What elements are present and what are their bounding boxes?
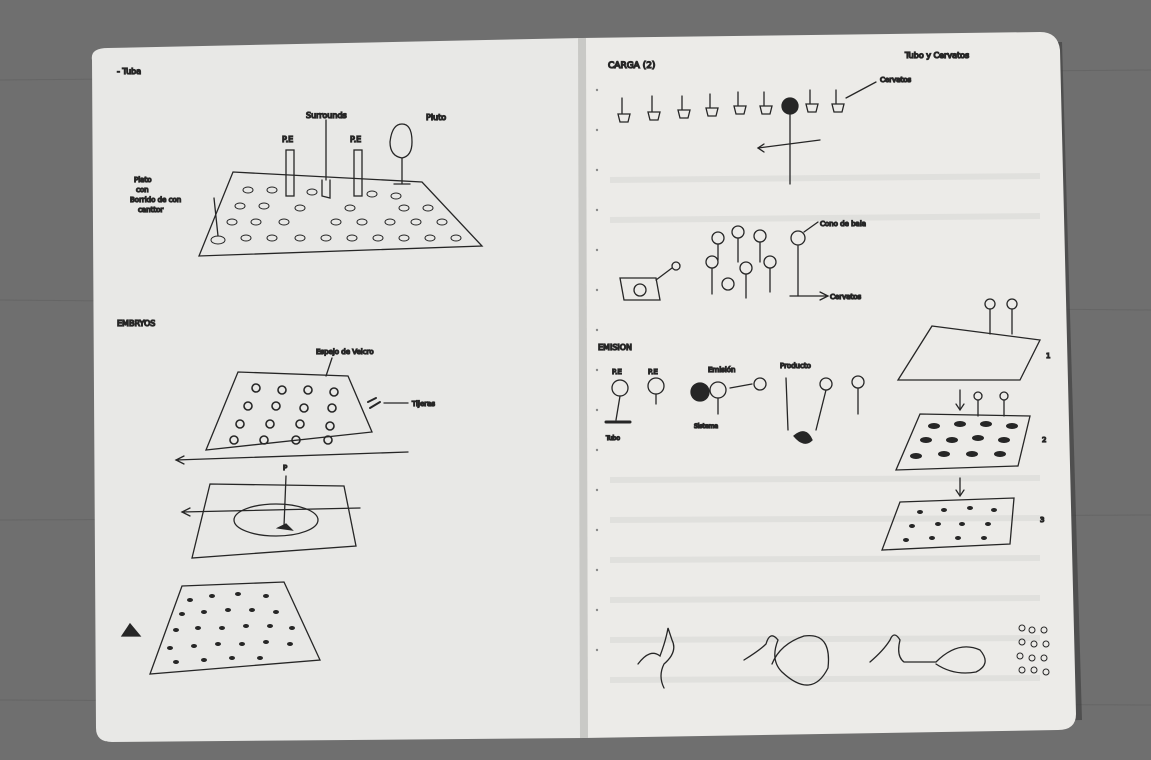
row-label: Cervatos (880, 76, 912, 84)
side-number-2: 2 (1042, 436, 1046, 444)
label-pe-1: P.E (282, 135, 293, 144)
cervatos-label: Cervatos (830, 293, 862, 301)
side-label-4: canttor (138, 206, 163, 214)
right-header-left: CARGA (2) (608, 61, 655, 71)
label-surrounds: Surrounds (306, 111, 347, 120)
tray-label: Espejo de Velcro (316, 348, 374, 356)
emission-label-2: P.E (648, 368, 658, 376)
side-label-2: con (136, 186, 149, 194)
under-label-1: Tubo (605, 435, 620, 442)
emission-label-4: Producto (780, 362, 811, 370)
left-header: - Tuba (117, 67, 141, 76)
side-label-1: Plato (134, 176, 151, 184)
dark-tube-icon (782, 98, 798, 114)
side-label-3: Borrido de con (130, 196, 181, 204)
emission-dark-sphere (691, 383, 709, 401)
emission-heading: EMISION (598, 343, 632, 352)
right-page (582, 32, 1076, 738)
side-number-3: 3 (1040, 516, 1044, 524)
needle-label: P (283, 464, 287, 472)
label-pluto: Pluto (426, 113, 446, 122)
side-number-1: 1 (1046, 352, 1050, 360)
label-pe-2: P.E (350, 135, 361, 144)
right-header-right: Tubo y Cervatos (904, 51, 969, 60)
balloon-label: Cono de bala (820, 220, 866, 228)
embryos-heading: EMBRYOS (117, 319, 155, 328)
tweezers-label: Tijeras (411, 400, 435, 408)
emission-label-3: Emisión (708, 366, 736, 374)
emission-label-1: P.E (612, 368, 622, 376)
under-label-3: Sistema (694, 423, 718, 430)
